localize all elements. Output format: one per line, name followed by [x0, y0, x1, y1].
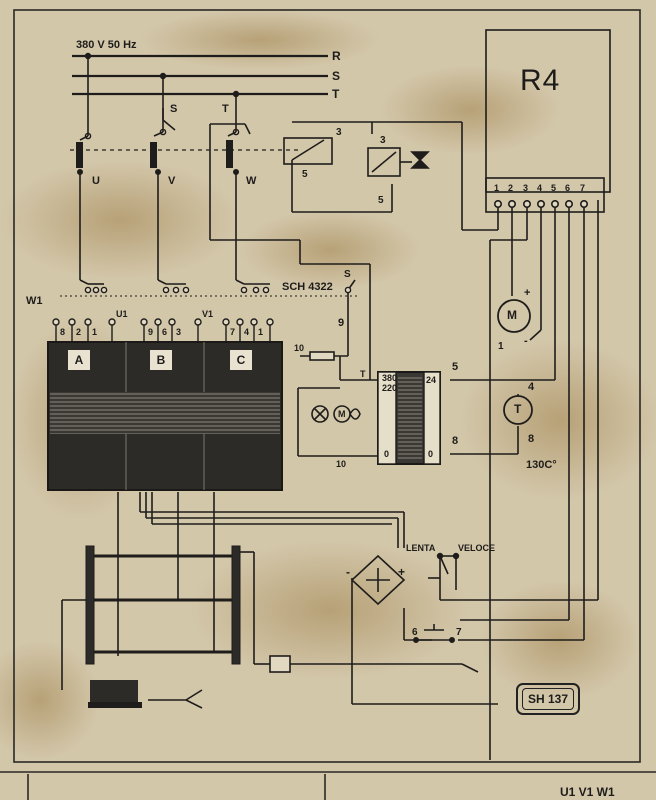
terminal-board-screws — [493, 200, 588, 209]
transformer-section-c: C — [230, 350, 252, 370]
motor — [497, 299, 531, 333]
phase-s-label: S — [332, 69, 341, 83]
relay — [283, 137, 430, 177]
aux-node-5: 5 — [452, 361, 459, 373]
selector-left-marker: W1 — [26, 295, 43, 307]
motor-pin-label: 1 — [498, 341, 504, 352]
drawing-code: SH 137 — [521, 688, 575, 710]
terminal-label-4: 4 — [244, 327, 250, 337]
aux-tap-24: 24 — [426, 375, 437, 385]
selector-model-label: SCH 4322 — [282, 281, 333, 293]
aux-tap-380: 380 — [382, 373, 398, 383]
terminal-pin-6: 6 — [565, 183, 571, 193]
rectifier-minus: - — [346, 565, 350, 579]
out-v-label: V — [168, 175, 176, 187]
motor-plus: + — [524, 287, 531, 299]
terminal-pin-5: 5 — [551, 183, 557, 193]
speed-slow-label: LENTA — [406, 543, 436, 553]
aux-node-t: T — [360, 369, 366, 379]
torch-switch — [412, 624, 455, 643]
rectifier-bridge — [350, 554, 406, 606]
wires — [60, 52, 599, 760]
aux-node-8: 8 — [452, 435, 459, 447]
terminal-label-2: 2 — [76, 327, 82, 337]
main-switch — [76, 128, 240, 168]
speed-switch — [436, 552, 460, 590]
torch-cable — [88, 680, 142, 708]
aux-tap-0-right: 0 — [428, 449, 434, 459]
thermostat-symbol: T — [514, 402, 522, 416]
torch-switch-pin-right: 7 — [456, 627, 462, 638]
terminal-label-1b: 1 — [258, 327, 264, 337]
drawing-code-box: SH 137 — [516, 683, 580, 715]
terminal-pin-4: 4 — [537, 183, 543, 193]
aux-transformer — [377, 371, 441, 465]
terminal-pin-2: 2 — [508, 183, 514, 193]
terminal-label-7: 7 — [230, 327, 236, 337]
terminal-label-6: 6 — [162, 327, 168, 337]
relay-pin-bottom-left: 5 — [302, 169, 308, 180]
relay-pin-top-left: 3 — [336, 127, 342, 138]
terminal-label-9: 9 — [148, 327, 154, 337]
terminal-pin-1: 1 — [494, 183, 500, 193]
terminal-board-title: R4 — [520, 64, 561, 97]
terminal-board-r4 — [485, 29, 611, 213]
relay-pin-top-right: 3 — [380, 135, 386, 146]
out-w-label: W — [246, 175, 257, 187]
thermostat — [503, 395, 533, 425]
transformer-section-a: A — [68, 350, 90, 370]
motor-symbol: M — [507, 308, 517, 322]
fan-motor — [333, 405, 361, 423]
selector-contact-9: 9 — [338, 317, 345, 329]
fuse-label-bottom: 10 — [336, 459, 347, 469]
supply-voltage-label: 380 V 50 Hz — [76, 39, 137, 51]
torch-switch-pin-left: 6 — [412, 627, 418, 638]
terminal-pin-3: 3 — [523, 183, 529, 193]
thermostat-pin-bottom: 8 — [528, 433, 535, 445]
lamp — [311, 405, 329, 423]
fuse — [309, 351, 335, 361]
fuse-label-top: 10 — [294, 343, 305, 353]
footer-fragment: U1 V1 W1 — [560, 785, 615, 799]
output-terminal — [269, 655, 291, 673]
terminal-label-8: 8 — [60, 327, 66, 337]
thermostat-temperature: 130C° — [526, 459, 557, 471]
terminal-label-3: 3 — [176, 327, 182, 337]
tap-t-label: T — [222, 103, 229, 115]
phase-r-label: R — [332, 49, 341, 63]
aux-tap-220: 220 — [382, 383, 398, 393]
speed-fast-label: VELOCE — [458, 543, 496, 553]
rectifier-plus: + — [398, 565, 406, 579]
sheet-frame — [0, 9, 656, 800]
aux-tap-0-left: 0 — [384, 449, 390, 459]
output-busbars — [85, 545, 241, 665]
terminal-label-u1: U1 — [116, 309, 128, 319]
out-u-label: U — [92, 175, 100, 187]
selector-contacts — [84, 286, 352, 294]
terminal-pin-7: 7 — [580, 183, 586, 193]
relay-pin-bottom-right: 5 — [378, 195, 384, 206]
transformer-section-b: B — [150, 350, 172, 370]
phase-t-label: T — [332, 87, 340, 101]
terminal-label-v1: V1 — [202, 309, 214, 319]
fan-motor-symbol: M — [338, 409, 346, 419]
terminal-stubs — [55, 325, 271, 342]
selector-contact-s: S — [344, 269, 351, 280]
tap-s-label: S — [170, 103, 178, 115]
thermostat-pin-top: 4 — [528, 381, 535, 393]
motor-minus: - — [524, 335, 528, 347]
terminal-label-1: 1 — [92, 327, 98, 337]
